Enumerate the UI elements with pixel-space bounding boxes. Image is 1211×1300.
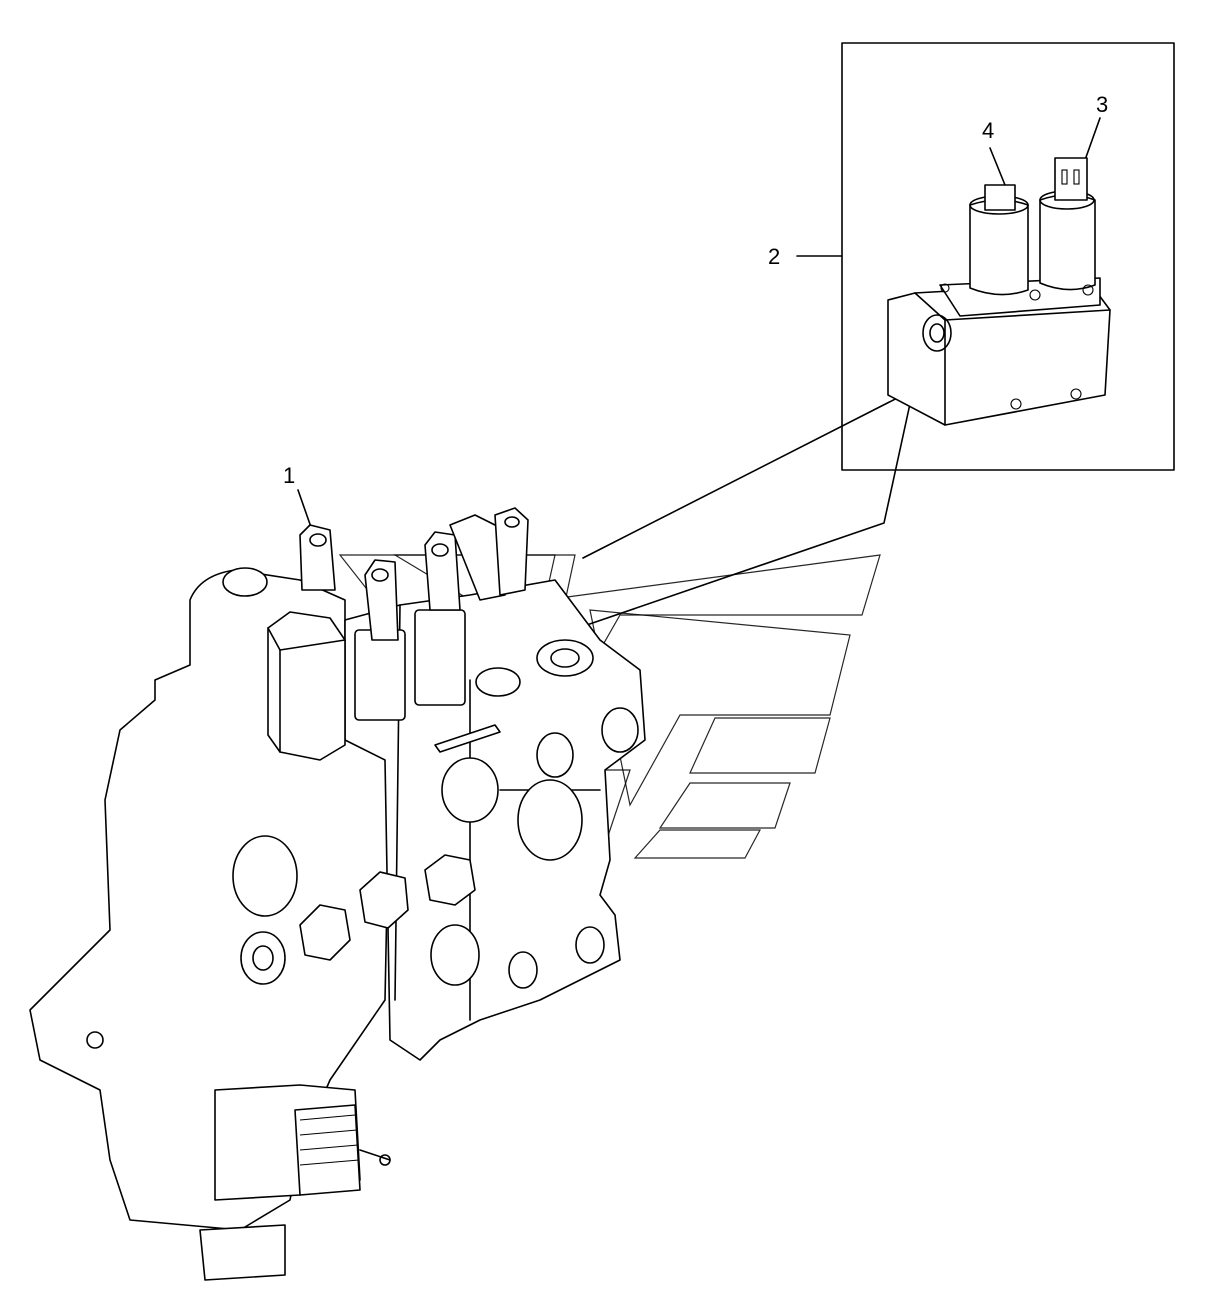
solenoid-valve-block (887, 157, 1111, 426)
callout-4: 4 (982, 118, 994, 143)
callout-3: 3 (1096, 92, 1108, 117)
callout-1: 1 (283, 463, 295, 488)
callout-2: 2 (768, 244, 780, 269)
leader-lines (297, 117, 1101, 629)
control-valve-assembly (29, 507, 646, 1281)
